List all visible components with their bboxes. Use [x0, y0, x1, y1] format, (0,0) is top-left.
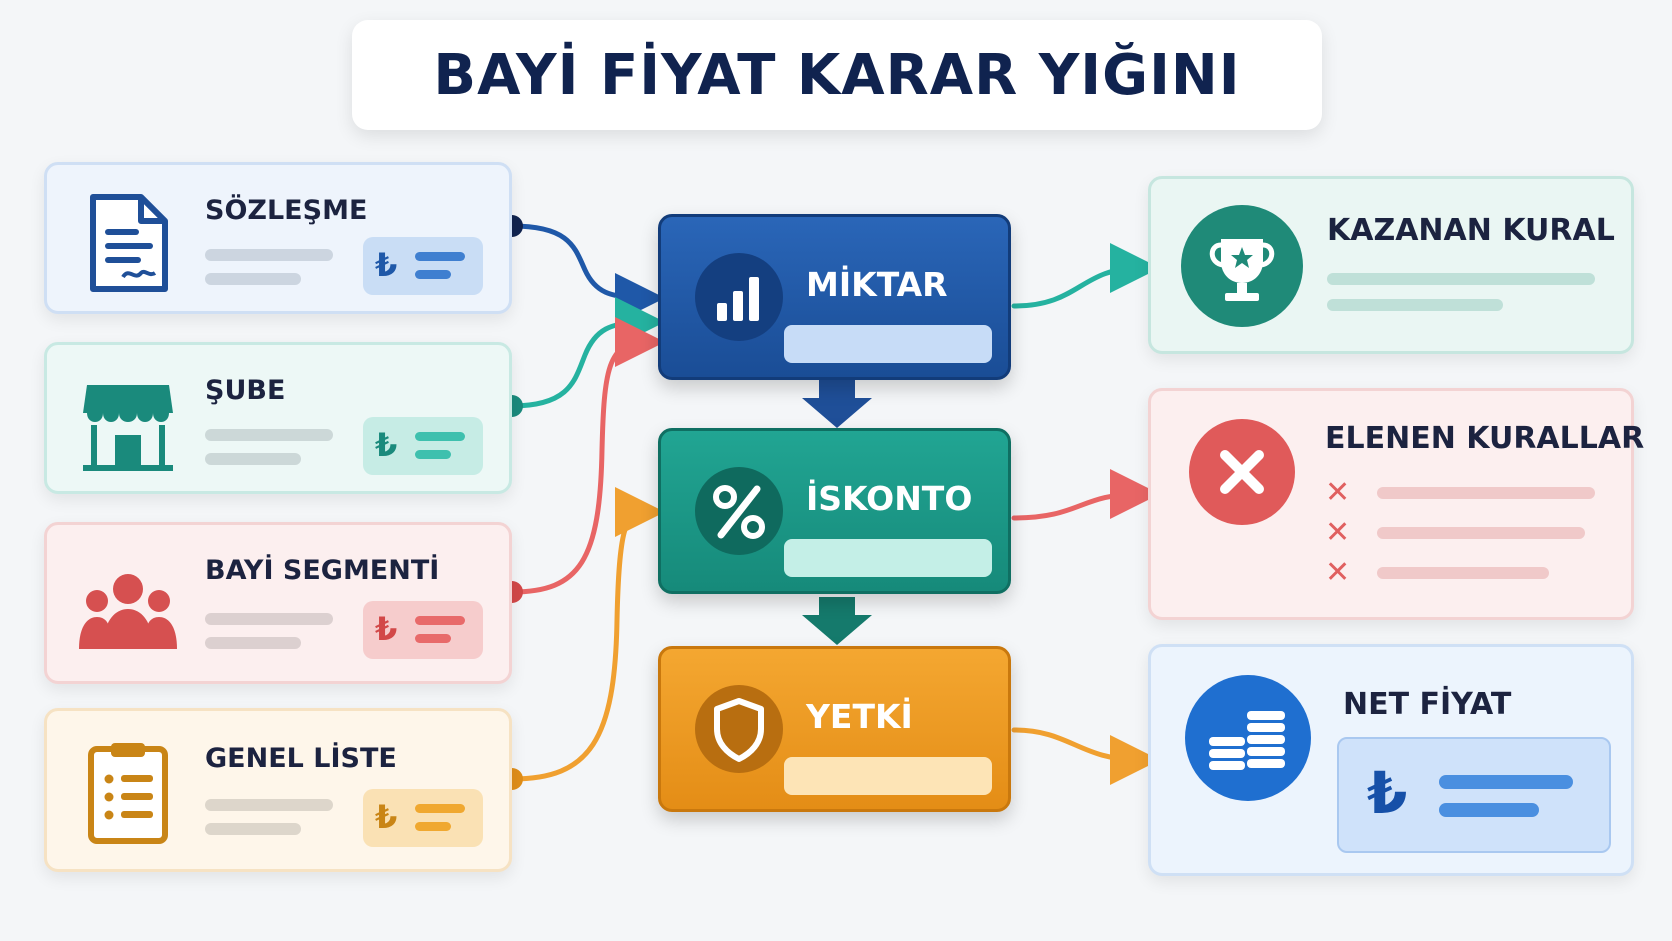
stage-iskonto: İSKONTO	[658, 428, 1011, 594]
placeholder-bar	[205, 273, 301, 285]
stage-label-yetki: YETKİ	[806, 697, 913, 736]
output-eliminated-card: ELENEN KURALLAR ✕ ✕ ✕	[1148, 388, 1644, 620]
branch-store-icon	[81, 377, 175, 478]
stage-label-iskonto: İSKONTO	[806, 479, 973, 518]
price-bar	[1439, 803, 1539, 817]
placeholder-bar	[205, 453, 301, 465]
output-label-net: NET FİYAT	[1343, 687, 1512, 722]
dealer-group-icon	[79, 571, 177, 656]
source-card-sube: ŞUBE ₺	[44, 342, 512, 494]
price-bar	[415, 634, 451, 643]
general-list-icon	[85, 741, 171, 852]
lira-icon: ₺	[375, 426, 398, 464]
price-bar	[415, 450, 451, 459]
placeholder-bar	[205, 823, 301, 835]
stage-label-miktar: MİKTAR	[806, 265, 948, 304]
price-tag: ₺	[363, 417, 483, 475]
placeholder-bar	[205, 249, 333, 261]
placeholder-bar	[1327, 299, 1503, 311]
stage-down-arrow-1	[802, 380, 872, 428]
title-box: BAYİ FİYAT KARAR YIĞINI	[352, 20, 1322, 130]
placeholder-bar	[1377, 567, 1549, 579]
placeholder-bar	[205, 429, 333, 441]
price-tag: ₺	[363, 789, 483, 847]
trophy-icon	[1181, 205, 1303, 327]
source-label-sube: ŞUBE	[205, 375, 286, 406]
price-bar	[415, 252, 465, 261]
price-bar	[1439, 775, 1573, 789]
contract-document-icon	[85, 193, 171, 298]
price-tag: ₺	[363, 601, 483, 659]
stage-bar	[784, 539, 992, 577]
shield-icon	[695, 685, 783, 773]
lira-icon: ₺	[375, 610, 398, 648]
lira-icon: ₺	[1367, 759, 1408, 827]
stage-bar	[784, 757, 992, 795]
source-card-segment: BAYİ SEGMENTİ ₺	[44, 522, 512, 684]
eliminated-cross-icon: ✕	[1325, 475, 1351, 510]
placeholder-bar	[205, 613, 333, 625]
stage-down-arrow-2	[802, 597, 872, 645]
connector-to-winner	[1011, 243, 1160, 309]
output-label-winner: KAZANAN KURAL	[1327, 213, 1615, 248]
source-label-sozlesme: SÖZLEŞME	[205, 195, 368, 226]
connector-segment	[509, 317, 665, 595]
quantity-chart-icon	[695, 253, 783, 341]
cross-circle-icon	[1189, 419, 1295, 525]
connector-sozlesme	[509, 223, 665, 323]
price-bar	[415, 822, 451, 831]
connector-to-net	[1011, 727, 1160, 785]
price-bar	[415, 432, 465, 441]
placeholder-bar	[205, 637, 301, 649]
price-tag: ₺	[363, 237, 483, 295]
connector-sube	[509, 297, 665, 409]
price-bar	[415, 270, 451, 279]
source-card-genel: GENEL LİSTE ₺	[44, 708, 512, 872]
output-net-card: NET FİYAT ₺	[1148, 644, 1634, 876]
diagram-title: BAYİ FİYAT KARAR YIĞINI	[433, 42, 1241, 108]
percent-icon	[695, 467, 783, 555]
placeholder-bar	[1377, 487, 1595, 499]
connector-genel	[509, 487, 665, 782]
price-bar	[415, 804, 465, 813]
lira-icon: ₺	[375, 246, 398, 284]
placeholder-bar	[1327, 273, 1595, 285]
price-bar	[415, 616, 465, 625]
coins-icon	[1185, 675, 1311, 801]
net-price-box: ₺	[1337, 737, 1611, 853]
lira-icon: ₺	[375, 798, 398, 836]
stage-miktar: MİKTAR	[658, 214, 1011, 380]
source-label-segment: BAYİ SEGMENTİ	[205, 555, 440, 586]
eliminated-cross-icon: ✕	[1325, 515, 1351, 550]
eliminated-cross-icon: ✕	[1325, 555, 1351, 590]
output-winner-card: KAZANAN KURAL	[1148, 176, 1634, 354]
source-label-genel: GENEL LİSTE	[205, 743, 397, 774]
placeholder-bar	[1377, 527, 1585, 539]
connector-to-eliminated	[1011, 469, 1160, 521]
stage-yetki: YETKİ	[658, 646, 1011, 812]
placeholder-bar	[205, 799, 333, 811]
source-card-sozlesme: SÖZLEŞME ₺	[44, 162, 512, 314]
stage-bar	[784, 325, 992, 363]
output-label-eliminated: ELENEN KURALLAR	[1325, 421, 1645, 456]
